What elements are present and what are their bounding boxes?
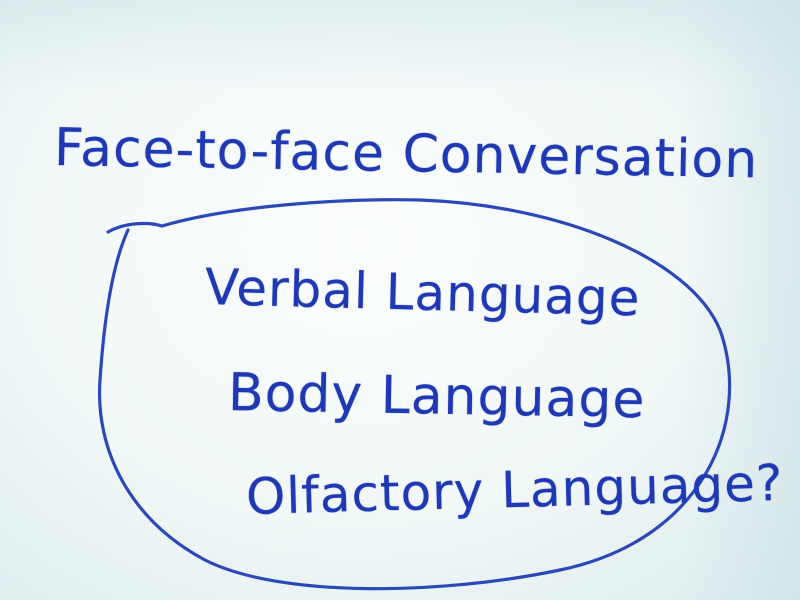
loop-stroke — [97, 198, 732, 591]
item-olfactory-language: Olfactory Language? — [245, 453, 785, 526]
item-verbal-language: Verbal Language — [204, 258, 642, 328]
board-title: Face-to-face Conversation — [53, 118, 759, 191]
item-body-language: Body Language — [227, 363, 646, 431]
board-shadow-top — [0, 0, 800, 90]
